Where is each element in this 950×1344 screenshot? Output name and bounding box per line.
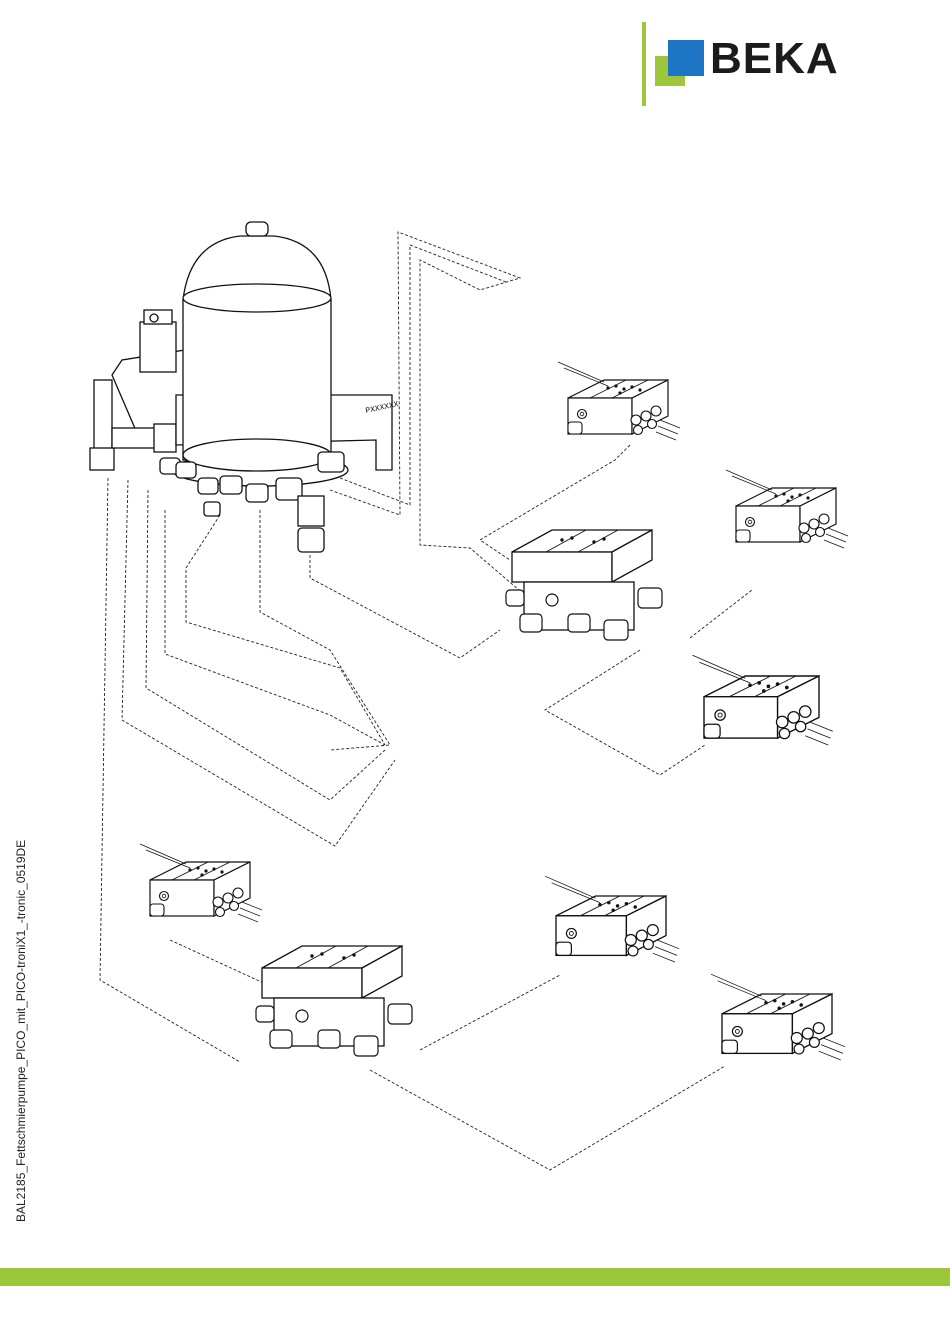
distributor-5 xyxy=(545,876,679,962)
main-distributor-top xyxy=(506,530,662,640)
distributor-6 xyxy=(711,974,845,1060)
distributor-2 xyxy=(726,470,848,548)
document-code-vertical: BAL2185_Fettschmierpumpe_PICO_mit_PICO-t… xyxy=(14,840,28,1222)
main-distributor-bottom xyxy=(256,946,412,1056)
distributor-4 xyxy=(140,844,262,922)
distributor-1 xyxy=(558,362,680,440)
distributor-3 xyxy=(693,655,833,745)
grease-pump xyxy=(90,222,392,552)
footer-green-bar xyxy=(0,1268,950,1286)
lubrication-system-diagram: PXXXXXX xyxy=(0,0,950,1260)
